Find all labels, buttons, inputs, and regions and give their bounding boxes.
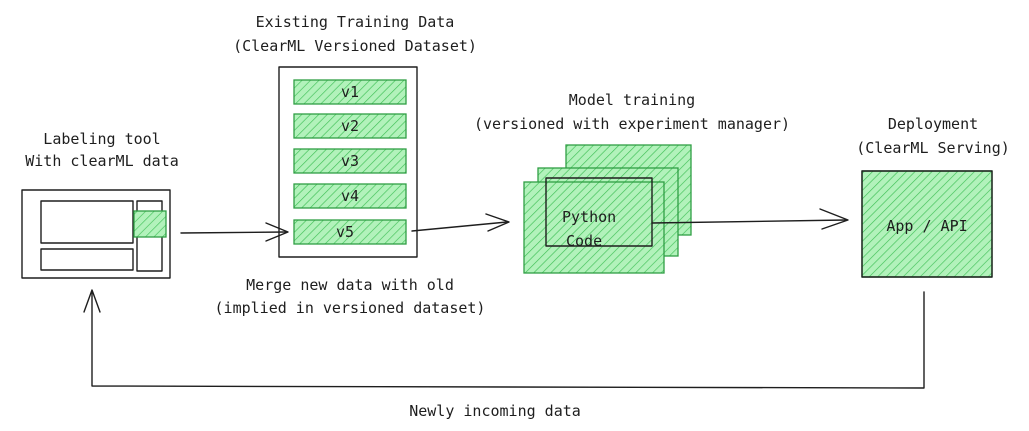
app-api-label: App / API <box>886 217 967 235</box>
version-label: v5 <box>336 223 354 241</box>
version-v4: v4 <box>293 183 407 209</box>
arrow-dataset-to-training <box>411 213 510 232</box>
version-label: v4 <box>341 187 359 205</box>
version-v5: v5 <box>293 219 407 245</box>
merge-line1: Merge new data with old <box>246 276 454 294</box>
version-label: v1 <box>341 83 359 101</box>
merge-line2: (implied in versioned dataset) <box>215 299 486 317</box>
dataset-title-line1: Existing Training Data <box>256 13 455 31</box>
training-stack: Python Code <box>523 144 692 274</box>
labeling-title-line2: With clearML data <box>25 152 179 170</box>
version-v3: v3 <box>293 148 407 174</box>
arrow-training-to-deployment <box>651 208 849 230</box>
arrow-labeling-to-dataset <box>180 222 289 242</box>
training-title-line2: (versioned with experiment manager) <box>474 115 790 133</box>
version-label: v2 <box>341 117 359 135</box>
labeling-highlight <box>133 210 167 238</box>
version-v2: v2 <box>293 113 407 139</box>
training-title-line1: Model training <box>569 91 695 109</box>
deployment-title-line1: Deployment <box>888 115 978 133</box>
deployment-title-line2: (ClearML Serving) <box>856 139 1010 157</box>
feedback-loop-arrow <box>83 289 925 389</box>
python-code-line2: Code <box>566 232 602 250</box>
version-label: v3 <box>341 152 359 170</box>
dataset-title-line2: (ClearML Versioned Dataset) <box>233 37 477 55</box>
feedback-label: Newly incoming data <box>409 402 581 420</box>
python-code-line1: Python <box>562 208 616 226</box>
version-v1: v1 <box>293 79 407 105</box>
labeling-tool-box <box>21 189 171 279</box>
deployment-box: App / API <box>861 170 993 278</box>
labeling-title-line1: Labeling tool <box>43 130 160 148</box>
dataset-container <box>278 66 418 258</box>
